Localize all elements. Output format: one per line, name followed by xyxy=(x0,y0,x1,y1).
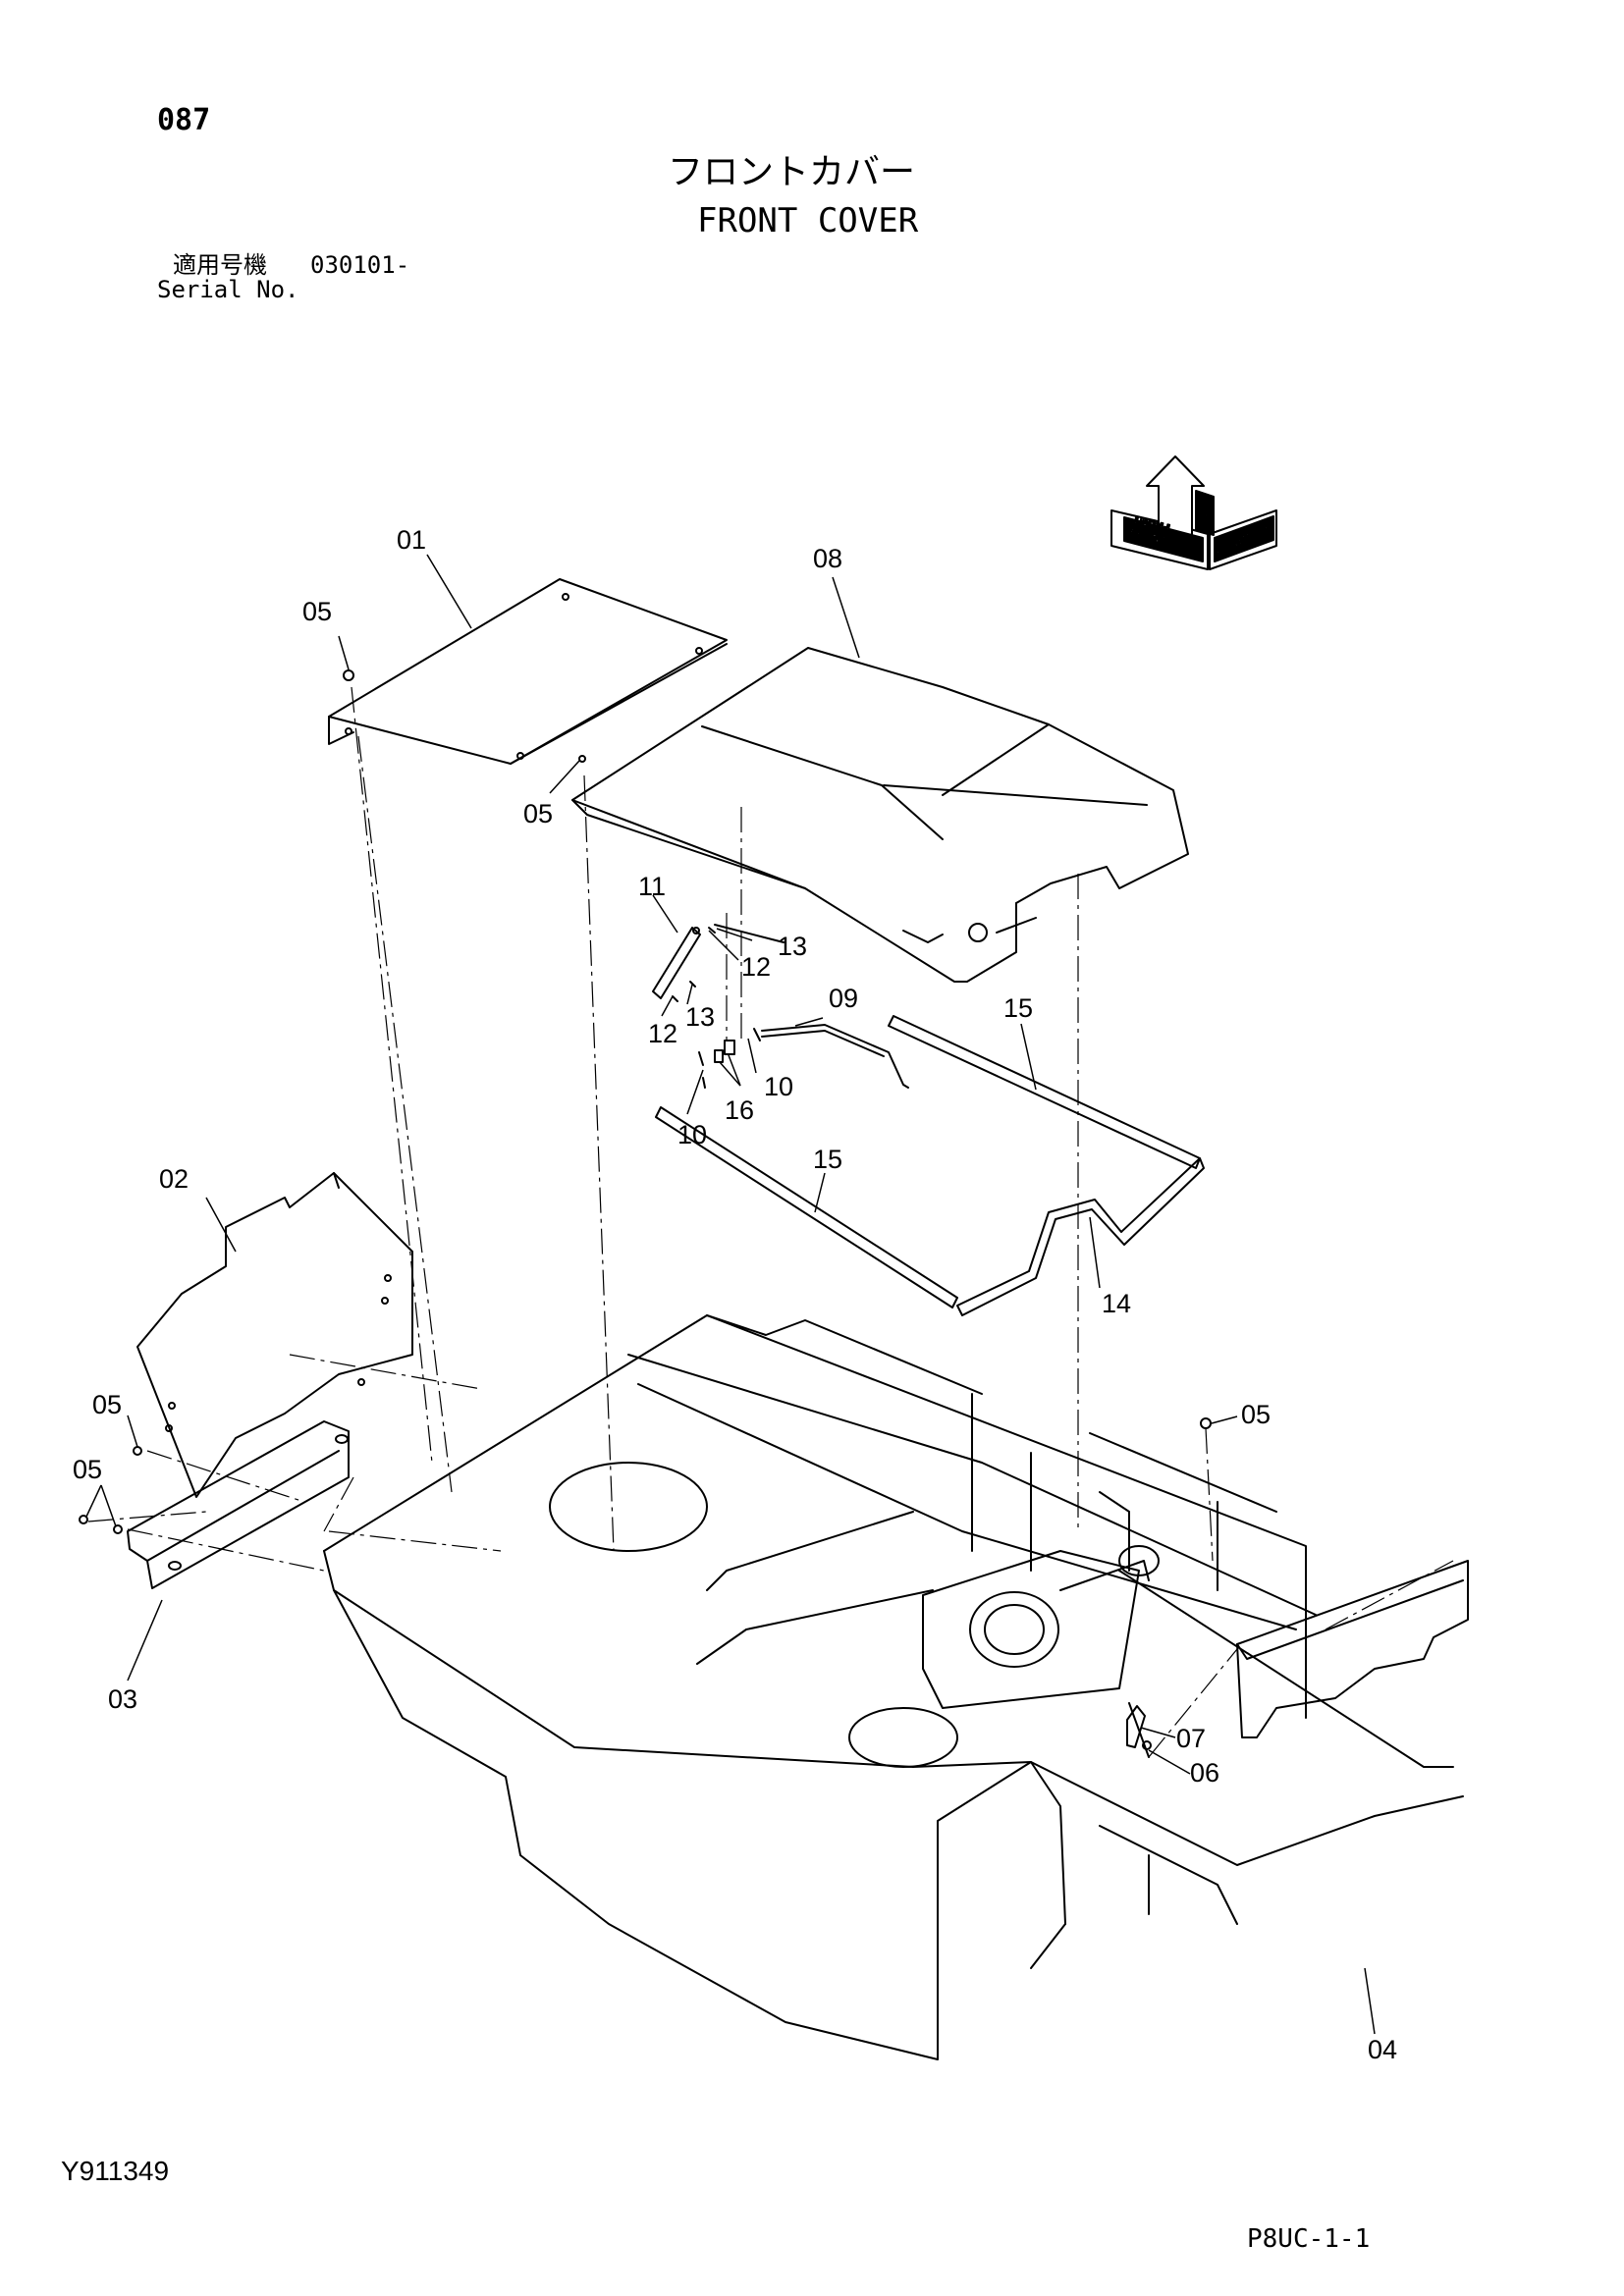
callout-14: 14 xyxy=(1102,1289,1131,1318)
page-number: 087 xyxy=(157,103,211,137)
serial-number-value: 030101- xyxy=(310,251,410,279)
callout-16: 16 xyxy=(725,1095,754,1125)
callout-05: 05 xyxy=(523,799,553,828)
fasteners xyxy=(343,669,1212,1750)
callout-labels: 01 05 05 08 11 13 12 13 12 09 10 16 10 1… xyxy=(73,525,1397,2064)
serial-label-japanese: 適用号機 xyxy=(173,251,267,279)
assembly-center-lines xyxy=(87,686,1454,1758)
callout-05: 05 xyxy=(92,1390,122,1419)
callout-08: 08 xyxy=(813,544,842,573)
serial-label: Serial No. xyxy=(157,276,299,303)
part-09-stay-rod xyxy=(698,1024,909,1089)
sheet-code: P8UC-1-1 xyxy=(1247,2224,1371,2254)
callout-05: 05 xyxy=(302,597,332,626)
leader-lines xyxy=(85,554,1376,2035)
part-15-seals xyxy=(655,1015,1201,1308)
part-02-side-panel xyxy=(136,1172,413,1498)
callout-11: 11 xyxy=(638,872,666,901)
callout-05: 05 xyxy=(1241,1400,1271,1429)
orientation-arrows-symbol: FRONT RIGHT TOP FRONT RIGHT xyxy=(1110,455,1277,570)
part-14-seal xyxy=(956,1157,1205,1316)
page-title-japanese: フロントカバー xyxy=(668,152,916,192)
part-08-front-cover xyxy=(571,647,1189,983)
callout-10: 10 xyxy=(764,1072,793,1101)
callout-04: 04 xyxy=(1368,2035,1397,2064)
callout-12: 12 xyxy=(741,952,771,982)
orientation-top-label: TOP xyxy=(1197,498,1212,521)
drawing-id: Y911349 xyxy=(61,2156,170,2186)
callout-01: 01 xyxy=(397,525,426,555)
callout-10: 10 xyxy=(677,1120,707,1149)
main-frame xyxy=(323,1314,1464,2060)
callout-15: 15 xyxy=(1003,993,1033,1023)
callout-07: 07 xyxy=(1176,1724,1206,1753)
callout-02: 02 xyxy=(159,1164,189,1194)
callout-09: 09 xyxy=(829,984,858,1013)
callout-13: 13 xyxy=(778,932,807,961)
callout-06: 06 xyxy=(1190,1758,1219,1788)
part-03-bracket xyxy=(79,1420,350,1589)
callout-03: 03 xyxy=(108,1684,137,1714)
part-01-cover-plate xyxy=(328,578,728,765)
part-04-lower-cover xyxy=(1236,1560,1469,1738)
page-title: FRONT COVER xyxy=(697,201,919,240)
callout-12: 12 xyxy=(648,1019,677,1048)
callout-05: 05 xyxy=(73,1455,102,1484)
callout-13: 13 xyxy=(685,1002,715,1032)
callout-15: 15 xyxy=(813,1145,842,1174)
